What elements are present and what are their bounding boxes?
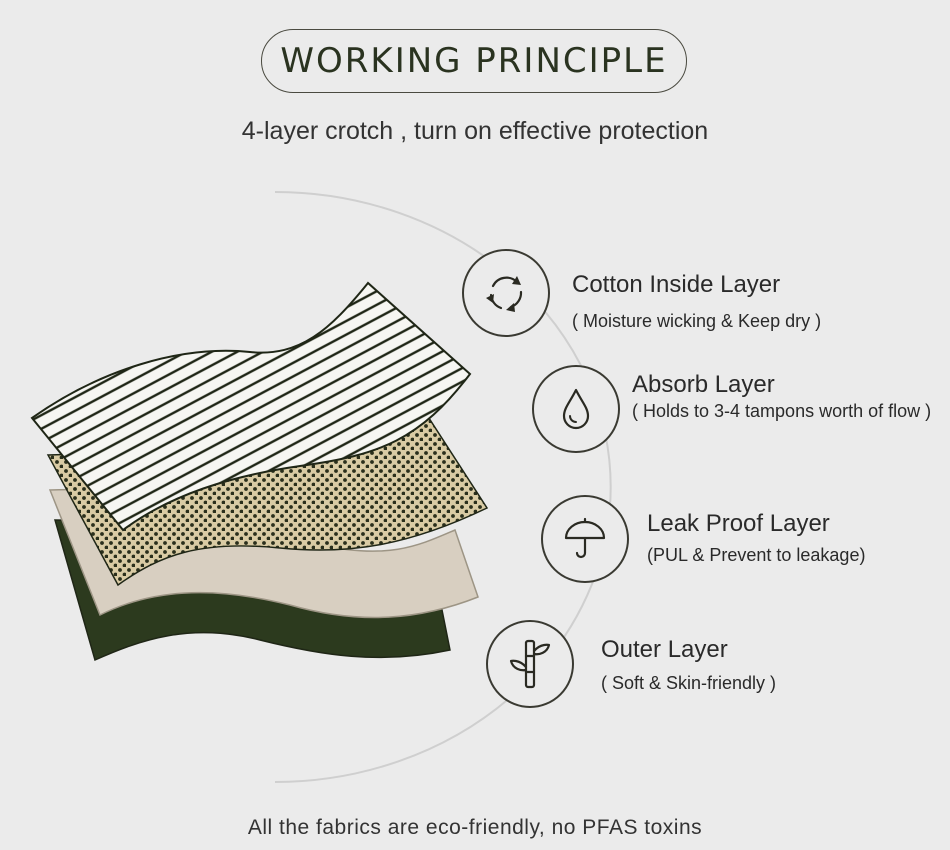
leakproof-layer-icon-badge [541, 495, 629, 583]
water-drop-icon [562, 388, 590, 430]
title-badge: WORKING PRINCIPLE [261, 29, 687, 93]
absorb-layer-icon-badge [532, 365, 620, 453]
cotton-layer-shape [30, 281, 472, 532]
layer-name: Leak Proof Layer [647, 510, 830, 537]
bamboo-icon [509, 639, 551, 689]
layer-name: Outer Layer [601, 636, 728, 663]
layer-description: (PUL & Prevent to leakage) [647, 545, 866, 565]
outer-layer-icon-badge [486, 620, 574, 708]
layer-name: Cotton Inside Layer [572, 271, 781, 298]
layer-description: ( Moisture wicking & Keep dry ) [572, 311, 822, 331]
connector-arc [274, 191, 612, 783]
cotton-layer-icon-badge [462, 249, 550, 337]
page-title: WORKING PRINCIPLE [280, 41, 668, 81]
umbrella-icon [564, 517, 606, 559]
layer-name: Absorb Layer [632, 371, 775, 398]
layer-description: ( Holds to 3-4 tampons worth of flow ) [632, 401, 932, 421]
recycle-arrows-icon [486, 276, 523, 312]
layer-description: ( Soft & Skin-friendly ) [601, 673, 777, 693]
footer-note: All the fabrics are eco-friendly, no PFA… [247, 816, 703, 839]
page-subtitle: 4-layer crotch , turn on effective prote… [241, 117, 709, 145]
